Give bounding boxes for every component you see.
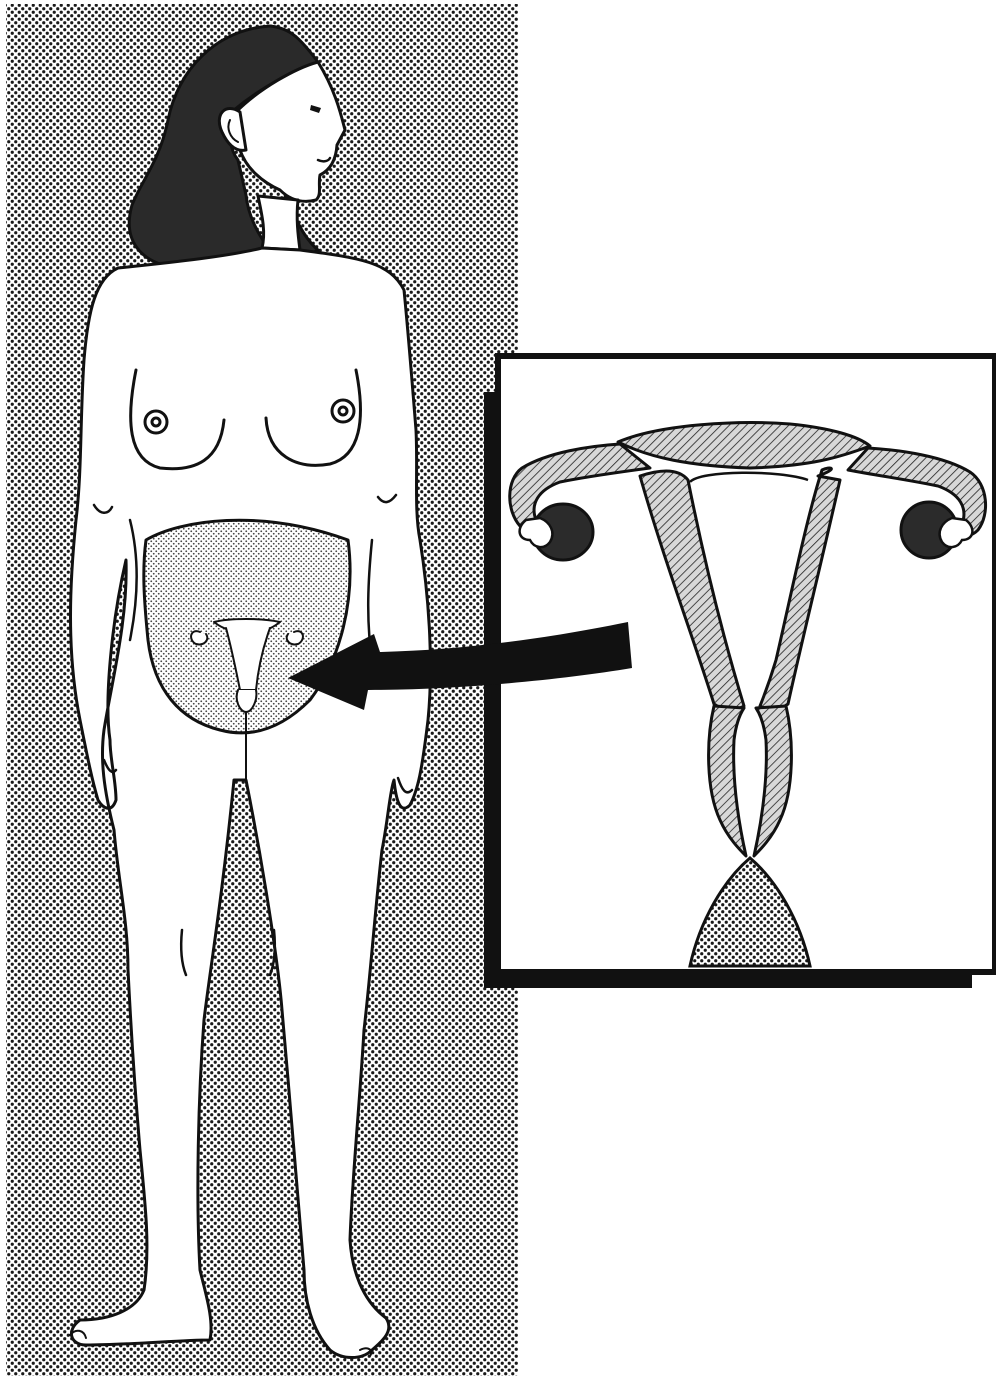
neck	[258, 196, 300, 250]
